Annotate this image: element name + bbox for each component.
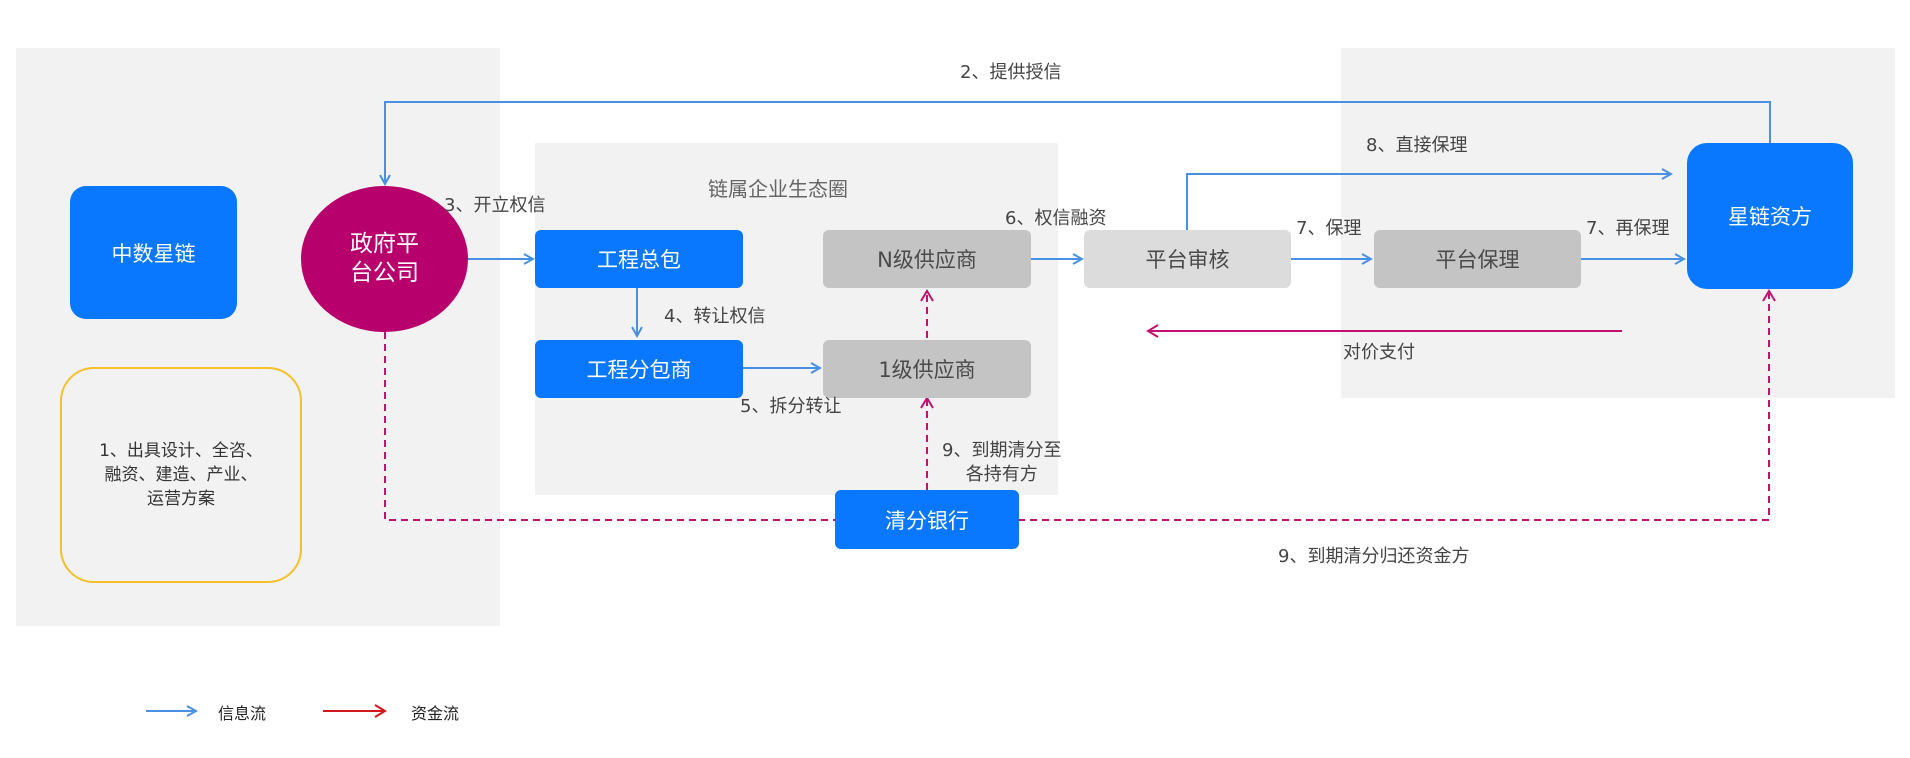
- label-transfer-credit: 4、转让权信: [664, 306, 766, 327]
- node-xinglian-funder[interactable]: 星链资方: [1687, 143, 1853, 289]
- label-refactoring: 7、再保理: [1586, 218, 1670, 239]
- gov-line2: 台公司: [350, 260, 419, 286]
- label-open-credit: 3、开立权信: [444, 195, 546, 216]
- legend-fund-label: 资金流: [411, 704, 460, 723]
- label-clear-to-holders: 9、到期清分至 各持有方: [942, 439, 1061, 487]
- label-provide-credit: 2、提供授信: [960, 62, 1062, 83]
- label-credit-financing: 6、权信融资: [1005, 208, 1107, 229]
- node-subcontractor[interactable]: 工程分包商: [535, 340, 743, 398]
- design-line3: 运营方案: [147, 489, 215, 509]
- label-clear-return-funder: 9、到期清分归还资金方: [1278, 546, 1470, 567]
- arrow-direct-factoring: [1186, 174, 1671, 230]
- arrow-provide-credit: [385, 101, 1771, 184]
- label-clear-to-holders-line1: 9、到期清分至: [942, 440, 1062, 461]
- arrow-gov-to-bank: [384, 332, 836, 521]
- legend-info-label: 信息流: [218, 704, 267, 723]
- node-platform-factoring[interactable]: 平台保理: [1374, 230, 1581, 288]
- node-platform-review[interactable]: 平台审核: [1084, 230, 1291, 288]
- ecosystem-panel: [535, 143, 1058, 495]
- node-clearing-bank[interactable]: 清分银行: [835, 490, 1019, 549]
- design-line2: 融资、建造、产业、: [104, 465, 258, 485]
- label-factoring: 7、保理: [1296, 218, 1362, 239]
- node-tier-1-supplier[interactable]: 1级供应商: [823, 340, 1031, 398]
- node-gov-platform[interactable]: 政府平 台公司: [301, 186, 468, 332]
- label-direct-factoring: 8、直接保理: [1366, 135, 1468, 156]
- ecosystem-title: 链属企业生态圈: [708, 177, 848, 201]
- left-panel: [16, 48, 500, 626]
- node-design-plan: 1、出具设计、全咨、 融资、建造、产业、 运营方案: [60, 367, 302, 583]
- arrow-bank-to-funder: [1018, 289, 1776, 521]
- label-clear-to-holders-line2: 各持有方: [965, 464, 1038, 485]
- label-payment: 对价支付: [1343, 342, 1415, 363]
- node-general-contractor[interactable]: 工程总包: [535, 230, 743, 288]
- design-line1: 1、出具设计、全咨、: [99, 441, 263, 461]
- gov-line1: 政府平: [350, 231, 419, 257]
- node-zhongshu-xinglian[interactable]: 中数星链: [70, 186, 237, 319]
- node-tier-n-supplier[interactable]: N级供应商: [823, 230, 1031, 288]
- label-split-transfer: 5、拆分转让: [740, 396, 842, 417]
